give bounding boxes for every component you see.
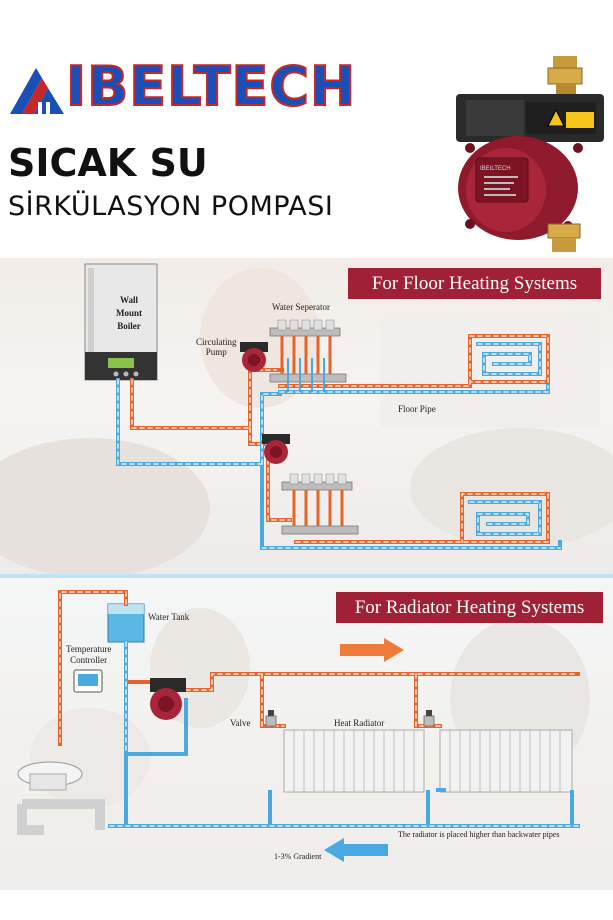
headline-line-2: SİRKÜLASYON POMPASI	[8, 191, 334, 222]
boiler-label: Wall Mount Boiler	[115, 295, 142, 331]
pump-product-image: IBEILTECH	[448, 48, 608, 256]
brand-logo	[8, 52, 453, 122]
floor-pipe-label: Floor Pipe	[398, 404, 436, 414]
cold-flow-arrow-icon	[324, 838, 388, 862]
radiator-circulating-pump-icon	[150, 678, 186, 720]
heat-radiator-label: Heat Radiator	[334, 718, 385, 728]
valve-icon	[265, 710, 277, 727]
pump-product-label: IBEILTECH	[480, 166, 511, 172]
radiator-heating-diagram: For Radiator Heating Systems Water Tank …	[0, 578, 613, 890]
section-divider	[0, 574, 613, 580]
water-separator-label: Water Seperator	[272, 302, 330, 312]
water-separator-top	[269, 319, 347, 392]
radiator-heating-banner: For Radiator Heating Systems	[336, 592, 603, 623]
circulating-pump-label: Circulating Pump	[196, 337, 237, 357]
floor-heating-banner: For Floor Heating Systems	[348, 268, 601, 299]
circulating-pump-2-icon	[262, 434, 290, 464]
circulating-pump-icon	[240, 342, 268, 372]
water-tank-label: Water Tank	[148, 612, 190, 622]
hot-flow-arrow-icon	[340, 638, 404, 662]
valve-2-icon	[423, 710, 435, 727]
valve-label: Valve	[230, 718, 251, 728]
floor-heating-diagram: For Floor Heating Systems Wall Mount Boi…	[0, 258, 613, 576]
radiator-note-label: The radiator is placed higher than backw…	[398, 830, 560, 839]
gradient-label: 1-3% Gradient	[274, 852, 322, 861]
brand-name: IBELTECH	[65, 54, 357, 119]
water-separator-bottom	[281, 473, 359, 535]
logo-mark-icon	[10, 68, 64, 114]
sink-icon	[17, 761, 105, 835]
headline-line-1: SICAK SU	[8, 141, 208, 185]
temperature-controller-label: Temperature Controller	[66, 644, 112, 665]
